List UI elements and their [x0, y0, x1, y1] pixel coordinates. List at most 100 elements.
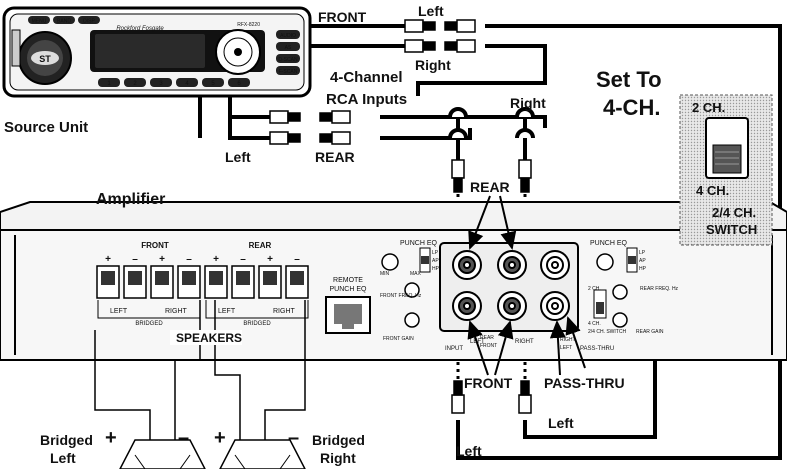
rear-left-label: LEFT [218, 308, 236, 315]
left-bottom-label-2: Left [456, 443, 482, 459]
front-freq-label: FRONT FREQ. Hz [380, 293, 422, 299]
rear-punch-eq-label: PUNCH EQ [590, 240, 628, 247]
preset-2-label: 2 [133, 81, 137, 87]
set-to-label: Set To [596, 67, 662, 92]
bridged-right-label-1: Bridged [312, 432, 365, 448]
bridged-right-label-2: Right [320, 450, 356, 466]
preset-6-label: 6 [237, 81, 241, 87]
rear-bridged-label: BRIDGED [243, 321, 271, 327]
terminal-sign-4: – [186, 254, 192, 265]
inset-2ch-label: 2 CH. [692, 100, 725, 115]
main-labels: FRONT Left Right 4-Channel RCA Inputs Ri… [4, 3, 662, 466]
svg-text:ST: ST [39, 54, 51, 64]
preset-5-label: 5 [211, 81, 215, 87]
model-label: RFX-8220 [237, 22, 260, 28]
speakers-label: SPEAKERS [176, 331, 242, 345]
four-channel-label: 4-Channel [330, 69, 403, 86]
remote-punch-eq: REMOTE PUNCH EQ [325, 277, 371, 334]
rear-group-label: REAR [249, 241, 272, 250]
rca-plugs [269, 19, 532, 414]
rear-hp-label: HP [639, 266, 647, 272]
left-mid-label: Left [225, 149, 251, 165]
front-arrow-label: FRONT [464, 375, 513, 391]
band-button-label: BAND [57, 19, 71, 25]
terminal-sign-1: + [105, 254, 111, 265]
fscan-button-label: F-SCAN [279, 69, 298, 75]
front-gain-label: FRONT GAIN [383, 336, 414, 342]
front-top-label: FRONT [318, 9, 367, 25]
terminal-sign-2: – [132, 254, 138, 265]
front-gain-knob [404, 312, 420, 328]
front-group-label: FRONT [141, 241, 169, 250]
wire-crossings [448, 107, 535, 139]
front-max-label: MAX [410, 271, 422, 277]
front-punch-eq-label: PUNCH EQ [400, 240, 438, 247]
disp-button-label: DISP [83, 19, 95, 25]
minus-sign-2: – [288, 427, 299, 449]
disc-icon [215, 29, 261, 75]
preset-buttons: 1 2 3 4 5 6 [98, 78, 250, 87]
panel-switch-caption: 2/4 CH. SWITCH [588, 329, 626, 335]
head-unit-wires [198, 24, 782, 460]
preset-1-label: 1 [107, 81, 111, 87]
front-left-label: LEFT [110, 308, 128, 315]
minus-sign-1: – [178, 427, 189, 449]
rear-punch-knob [596, 253, 614, 271]
terminal-sign-8: – [294, 254, 300, 265]
right-top-label: Right [415, 57, 451, 73]
panel-4ch-label: 4 CH. [588, 321, 601, 327]
plus-sign-1: + [105, 427, 117, 449]
switch-inset: 2 CH. 4 CH. 2/4 CH. SWITCH [679, 94, 773, 246]
terminal-sign-3: + [159, 254, 165, 265]
bridged-left-label-1: Bridged [40, 432, 93, 448]
front-ap-label: AP [432, 258, 439, 264]
rear-mid-label: REAR [315, 149, 355, 165]
rear-ap-label: AP [639, 258, 646, 264]
source-unit-label: Source Unit [4, 119, 88, 136]
right-mid-label: Right [510, 95, 546, 111]
source-unit: ST MENU BAND DISP Rockford Fosgate RFX-8… [2, 6, 312, 98]
front-hp-label: HP [432, 266, 440, 272]
callout-arrows [467, 195, 586, 376]
preset-3-label: 3 [159, 81, 163, 87]
input-rear-label: REAR [480, 335, 494, 341]
passthru-left-label: LEFT [560, 345, 572, 351]
rear-gain-knob [612, 312, 628, 328]
front-min-label: MIN [380, 271, 390, 277]
terminal-sign-6: – [240, 254, 246, 265]
input-label: INPUT [445, 346, 463, 352]
input-right-label: RIGHT [515, 339, 534, 345]
front-punch-knob [381, 253, 399, 271]
rear-freq-label: REAR FREQ. Hz [640, 286, 679, 292]
rca-input-panel: INPUT LEFT RIGHT REAR FRONT RIGHT LEFT P… [439, 242, 614, 352]
passthru-right-label: RIGHT [560, 337, 576, 343]
front-controls: PUNCH EQ MIN MAX LP AP HP FRONT FREQ. Hz… [380, 240, 440, 342]
inset-4ch-label: 4 CH. [696, 183, 729, 198]
pass-thru-label: PASS-THRU [544, 375, 625, 391]
top-buttons: MENU BAND DISP [28, 16, 100, 25]
amplifier-label: Amplifier [96, 191, 165, 208]
panel-2ch-label: 2 CH. [588, 286, 601, 292]
inset-caption-1: 2/4 CH. [712, 205, 756, 220]
terminal-sign-7: + [267, 254, 273, 265]
front-lp-label: LP [432, 250, 439, 256]
remote-label: REMOTE [333, 277, 363, 284]
speaker-terminals: FRONT REAR + – + – + – + – LEFT RIGHT LE [96, 241, 309, 327]
left-bottom-label-1: Left [548, 415, 574, 431]
terminal-sign-5: + [213, 254, 219, 265]
side-buttons: AUDIO AS D-SCAN F-SCAN [276, 30, 300, 75]
brand-label: Rockford Fosgate [116, 26, 164, 32]
front-right-label: RIGHT [165, 308, 188, 315]
speaker-left-icon [119, 439, 206, 469]
as-button-label: AS [285, 45, 292, 51]
remote-punch-label: PUNCH EQ [330, 286, 368, 293]
left-top-label: Left [418, 3, 444, 19]
audio-button-label: AUDIO [280, 33, 296, 39]
input-front-label: FRONT [480, 343, 497, 349]
rear-controls: PUNCH EQ LP AP HP REAR FREQ. Hz 2 CH. 4 … [588, 240, 679, 335]
inset-caption-2: SWITCH [706, 222, 757, 237]
four-ch-label: 4-CH. [603, 95, 660, 120]
passthru-small-label: PASS-THRU [580, 346, 614, 352]
